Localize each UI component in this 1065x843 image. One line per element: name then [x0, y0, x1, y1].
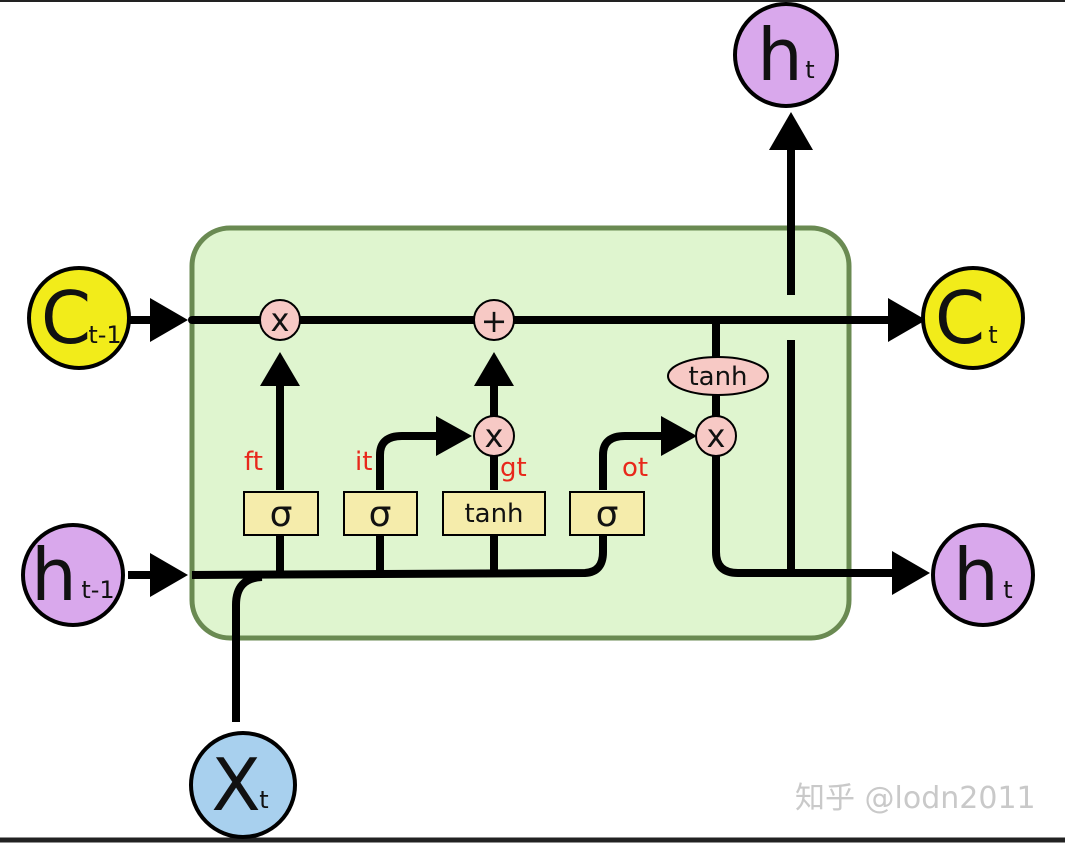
label-ft: ft — [244, 447, 263, 477]
svg-text:t: t — [805, 56, 814, 84]
output-mult-op: x — [695, 415, 737, 457]
node-h-prev: h t-1 — [21, 523, 125, 627]
svg-text:t: t — [1003, 576, 1012, 604]
svg-text:tanh: tanh — [688, 362, 747, 392]
output-to-h-line — [712, 452, 900, 577]
output-gate-line-up — [599, 432, 665, 490]
svg-text:+: + — [481, 302, 508, 340]
svg-text:x: x — [707, 417, 726, 455]
node-x-in: X t — [189, 731, 297, 839]
output-gate-box: σ — [569, 491, 645, 536]
svg-text:h: h — [953, 533, 999, 617]
svg-text:σ: σ — [596, 494, 619, 535]
svg-text:X: X — [211, 743, 260, 827]
h-top-arrow-head — [769, 112, 813, 150]
svg-text:C: C — [935, 276, 985, 360]
input-gate-box: σ — [343, 491, 418, 536]
label-gt: gt — [500, 453, 527, 483]
svg-text:t: t — [988, 321, 997, 349]
node-c-prev: C t-1 — [27, 266, 131, 370]
forget-mult-op: x — [259, 299, 301, 341]
svg-text:x: x — [271, 301, 290, 339]
output-gate-arrow-head — [661, 416, 697, 456]
svg-text:h: h — [31, 533, 77, 617]
c-prev-arrow-head — [150, 298, 188, 342]
x-input-line — [232, 573, 263, 722]
candidate-gate-box: tanh — [442, 491, 546, 536]
cell-add-op: + — [473, 299, 515, 341]
h-prev-arrow-head — [150, 553, 188, 597]
svg-text:C: C — [41, 276, 91, 360]
forget-gate-arrow-head — [260, 352, 300, 386]
svg-text:t-1: t-1 — [88, 321, 121, 349]
h-next-arrow-head — [892, 551, 930, 595]
forget-gate-box: σ — [243, 491, 319, 536]
svg-text:σ: σ — [369, 494, 392, 535]
node-h-next: h t — [931, 523, 1035, 627]
svg-text:h: h — [757, 13, 803, 97]
input-mult-op: x — [473, 415, 515, 457]
svg-text:t: t — [259, 786, 268, 814]
svg-text:t-1: t-1 — [81, 576, 114, 604]
node-c-next: C t — [921, 266, 1025, 370]
label-ot: ot — [622, 453, 648, 483]
cell-tanh-op: tanh — [667, 356, 769, 396]
c-next-arrow-head — [888, 298, 926, 342]
node-h-top: h t — [733, 2, 839, 108]
watermark: 知乎 @lodn2011 — [795, 781, 1036, 816]
input-mult-arrow-head — [474, 352, 514, 386]
svg-text:x: x — [485, 417, 504, 455]
svg-text:tanh: tanh — [464, 499, 523, 529]
input-gate-arrow-head — [436, 416, 472, 456]
svg-text:σ: σ — [270, 494, 293, 535]
label-it: it — [355, 447, 372, 477]
h-prev-bus-line — [191, 520, 607, 579]
input-gate-line-up — [376, 432, 440, 490]
